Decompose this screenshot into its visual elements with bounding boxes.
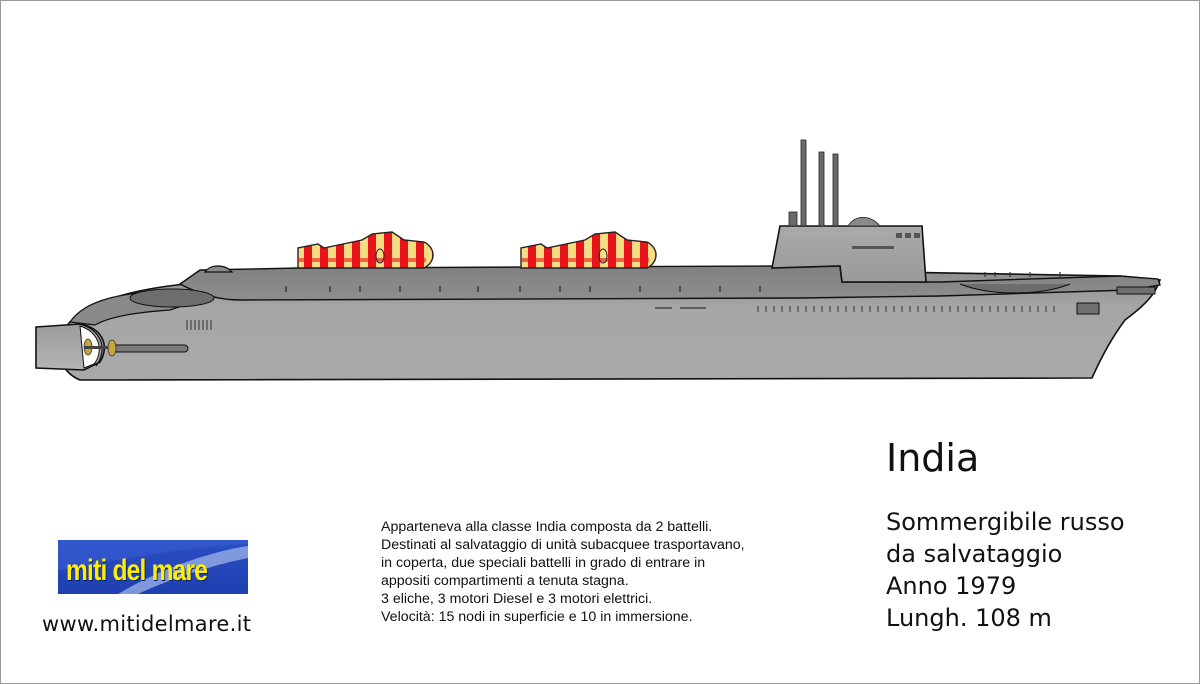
detail-line: Sommergibile russo <box>886 508 1125 536</box>
logo-text: miti del mare <box>66 554 208 587</box>
description-line: in coperta, due speciali battelli in gra… <box>381 555 706 571</box>
description-line: 3 eliche, 3 motori Diesel e 3 motori ele… <box>381 591 653 607</box>
description-line: appositi compartimenti a tenuta stagna. <box>381 573 629 589</box>
rescue-vessel-aft <box>297 231 434 269</box>
brand-logo[interactable]: miti del mare <box>58 540 248 594</box>
description-line: Apparteneva alla classe India composta d… <box>381 519 713 535</box>
detail-line: da salvataggio <box>886 540 1063 568</box>
stern-tail <box>35 323 189 371</box>
detail-line: Anno 1979 <box>886 572 1017 600</box>
propeller <box>83 338 117 357</box>
description-line: Destinati al salvataggio di unità subacq… <box>381 537 745 553</box>
description-line: Velocità: 15 nodi in superficie e 10 in … <box>381 609 693 625</box>
hull-details <box>186 272 1061 330</box>
website-link[interactable]: www.mitidelmare.it <box>42 612 252 636</box>
detail-line: Lungh. 108 m <box>886 604 1052 632</box>
conning-tower <box>771 139 927 283</box>
ship-name: India <box>886 436 980 480</box>
rescue-vessel-fwd <box>520 231 657 269</box>
description: Apparteneva alla classe India composta d… <box>381 518 745 626</box>
logo-swoosh-icon <box>58 540 248 594</box>
hull <box>57 265 1162 381</box>
ship-details: Sommergibile russo da salvataggio Anno 1… <box>886 506 1125 634</box>
